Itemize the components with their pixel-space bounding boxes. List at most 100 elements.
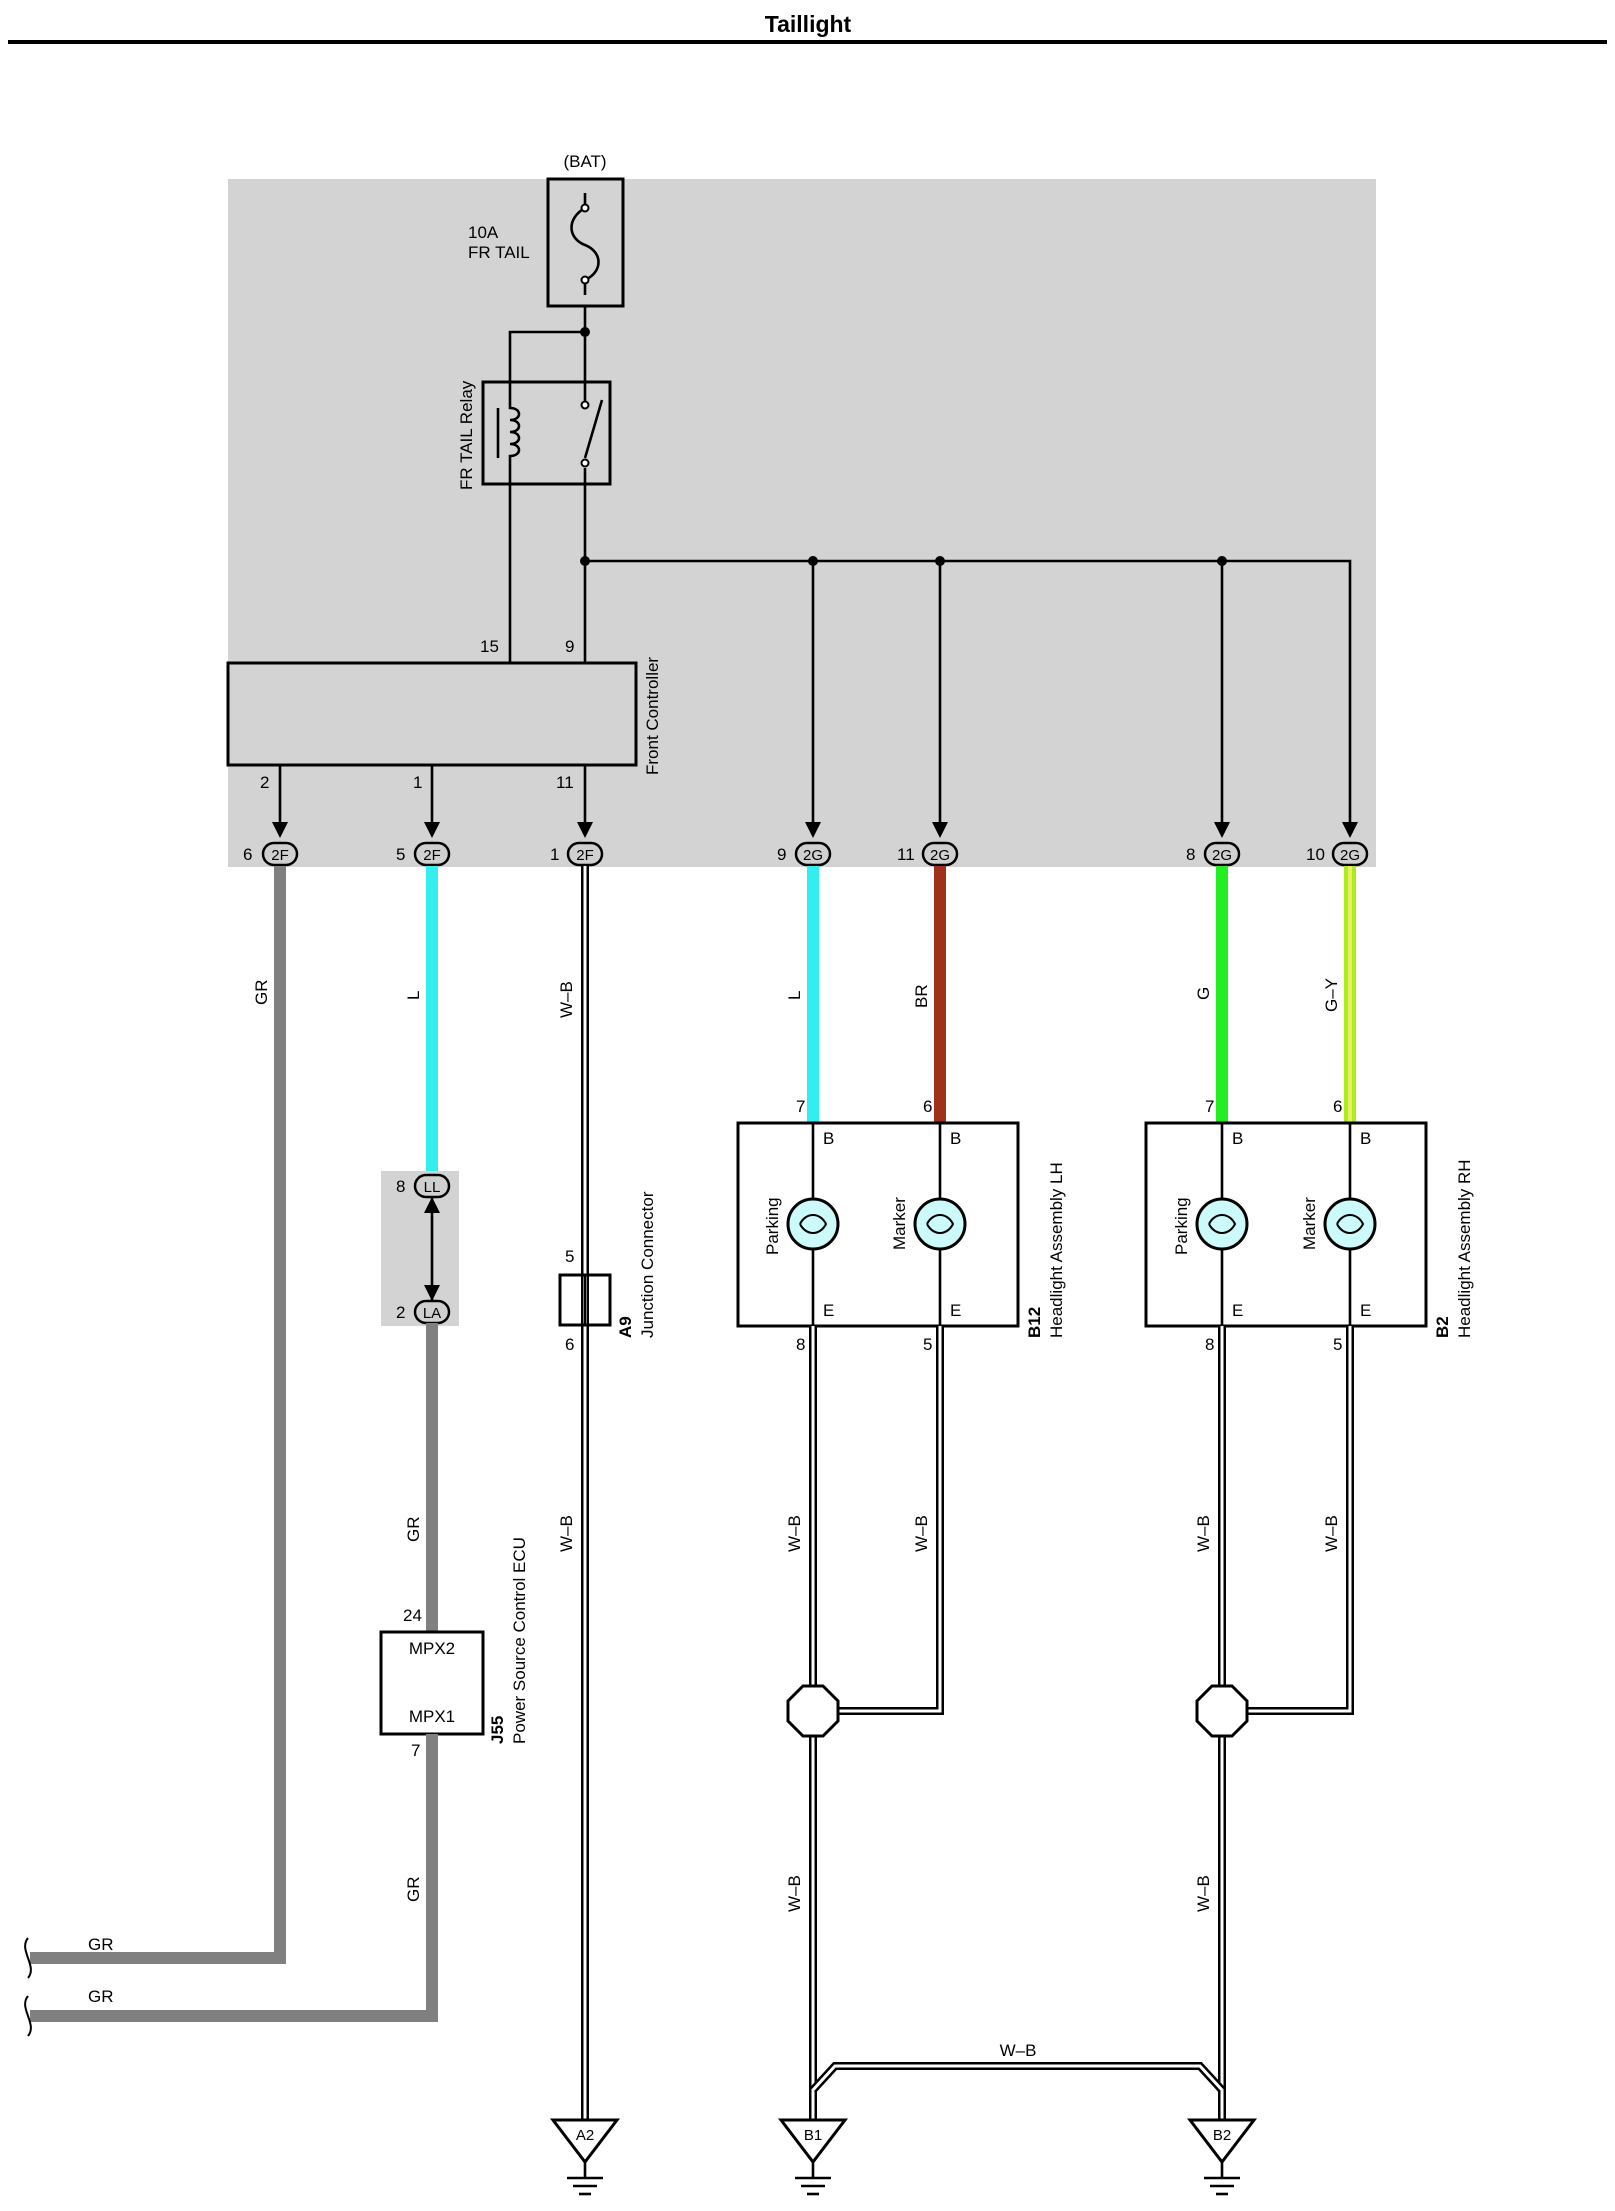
connector-2g-9: 9 2G: [777, 841, 832, 867]
svg-text:W–B: W–B: [1194, 1515, 1213, 1552]
svg-text:8: 8: [1205, 1335, 1214, 1354]
junction-block-area: [228, 179, 1376, 867]
relay-coil-icon: [508, 382, 521, 484]
svg-text:W–B: W–B: [785, 1515, 804, 1552]
connector-2g-10: 10 2G: [1306, 841, 1369, 867]
svg-text:2F: 2F: [576, 847, 594, 864]
svg-text:G: G: [1194, 987, 1213, 1000]
svg-text:6: 6: [565, 1335, 574, 1354]
splice-lh-icon: [786, 1684, 840, 1738]
connector-2f-5: 5 2F: [396, 841, 451, 867]
svg-text:B: B: [1360, 1129, 1371, 1148]
svg-text:GR: GR: [252, 980, 271, 1006]
svg-text:B: B: [823, 1129, 834, 1148]
svg-text:B1: B1: [804, 2127, 822, 2144]
svg-text:Marker: Marker: [1300, 1197, 1319, 1250]
parking-bulb-icon: [786, 1197, 840, 1251]
fc-pin-9: 9: [565, 637, 574, 656]
svg-text:6: 6: [243, 845, 252, 864]
svg-text:B: B: [1232, 1129, 1243, 1148]
fc-pin-2: 2: [260, 773, 269, 792]
svg-text:Parking: Parking: [1172, 1197, 1191, 1255]
fuse-rating: 10A: [468, 223, 499, 242]
connector-2f-6: 6 2F: [243, 841, 299, 867]
svg-text:11: 11: [897, 845, 915, 864]
headlight-lh-code: B12: [1025, 1307, 1044, 1338]
svg-text:5: 5: [396, 845, 405, 864]
svg-text:2G: 2G: [1340, 847, 1360, 864]
ground-b1: B1: [777, 2118, 849, 2196]
svg-text:B: B: [950, 1129, 961, 1148]
svg-text:GR: GR: [404, 1517, 423, 1543]
svg-text:W–B: W–B: [1194, 1875, 1213, 1912]
connector-2g-11: 11 2G: [897, 841, 959, 867]
ground-a2: A2: [549, 2118, 621, 2196]
svg-text:W–B: W–B: [557, 1515, 576, 1552]
svg-text:G–Y: G–Y: [1322, 978, 1341, 1012]
marker-bulb-icon: [913, 1197, 967, 1251]
svg-text:6: 6: [923, 1097, 932, 1116]
j55-name: Power Source Control ECU: [510, 1537, 529, 1744]
headlight-lh: 7 6 B B E E Parking Marker 8 5 B12 Headl…: [736, 1097, 1066, 1354]
front-controller-name: Front Controller: [643, 657, 662, 775]
svg-text:GR: GR: [88, 1987, 114, 2006]
marker-bulb-icon: [1323, 1197, 1377, 1251]
connector-2g-8: 8 2G: [1186, 841, 1241, 867]
svg-text:W–B: W–B: [912, 1515, 931, 1552]
headlight-rh: 7 6 B B E E Parking Marker 8 5 B2 Headli…: [1144, 1097, 1474, 1354]
svg-text:Marker: Marker: [890, 1197, 909, 1250]
svg-text:2F: 2F: [271, 847, 289, 864]
svg-text:8: 8: [396, 1177, 405, 1196]
svg-text:W–B: W–B: [1000, 2041, 1037, 2060]
svg-text:W–B: W–B: [1322, 1515, 1341, 1552]
svg-text:6: 6: [1333, 1097, 1342, 1116]
svg-text:2F: 2F: [423, 847, 441, 864]
svg-text:BR: BR: [912, 984, 931, 1008]
svg-text:GR: GR: [404, 1877, 423, 1903]
fuse-supply-label: (BAT): [563, 152, 606, 171]
connector-2f-1: 1 2F: [550, 841, 604, 867]
svg-text:E: E: [1360, 1301, 1371, 1320]
svg-text:1: 1: [550, 845, 559, 864]
fuse-name: FR TAIL: [468, 243, 530, 262]
svg-text:9: 9: [777, 845, 786, 864]
j55-code: J55: [488, 1716, 507, 1744]
svg-text:E: E: [1232, 1301, 1243, 1320]
svg-text:5: 5: [1333, 1335, 1342, 1354]
svg-text:E: E: [950, 1301, 961, 1320]
ground-b2: B2: [1186, 2118, 1258, 2196]
svg-text:E: E: [823, 1301, 834, 1320]
svg-text:W–B: W–B: [785, 1875, 804, 1912]
svg-text:MPX1: MPX1: [409, 1707, 455, 1726]
svg-text:LA: LA: [423, 1305, 441, 1322]
a9-name: Junction Connector: [638, 1191, 657, 1338]
relay-name: FR TAIL Relay: [457, 380, 476, 490]
svg-text:GR: GR: [88, 1935, 114, 1954]
svg-text:8: 8: [1186, 845, 1195, 864]
parking-bulb-icon: [1195, 1197, 1249, 1251]
svg-text:10: 10: [1306, 845, 1325, 864]
fc-pin-1: 1: [413, 773, 422, 792]
svg-text:2G: 2G: [1212, 847, 1232, 864]
wire-wb-bridge: [810, 2062, 1225, 2093]
svg-text:7: 7: [411, 1741, 420, 1760]
svg-text:2: 2: [396, 1303, 405, 1322]
headlight-lh-name: Headlight Assembly LH: [1047, 1162, 1066, 1338]
wire-gr-j55-lower: [30, 1734, 438, 2022]
relay-box: [481, 380, 612, 486]
svg-text:7: 7: [1205, 1097, 1214, 1116]
splice-rh-icon: [1195, 1684, 1249, 1738]
page-title: Taillight: [765, 11, 852, 37]
headlight-rh-code: B2: [1433, 1316, 1452, 1338]
svg-text:B2: B2: [1213, 2127, 1231, 2144]
svg-text:5: 5: [923, 1335, 932, 1354]
svg-text:5: 5: [565, 1247, 574, 1266]
svg-text:2G: 2G: [930, 847, 950, 864]
svg-text:L: L: [785, 991, 804, 1000]
svg-text:8: 8: [796, 1335, 805, 1354]
junction-ll-la: [381, 1171, 459, 1326]
headlight-rh-name: Headlight Assembly RH: [1455, 1159, 1474, 1338]
svg-text:L: L: [404, 991, 423, 1000]
svg-text:MPX2: MPX2: [409, 1639, 455, 1658]
